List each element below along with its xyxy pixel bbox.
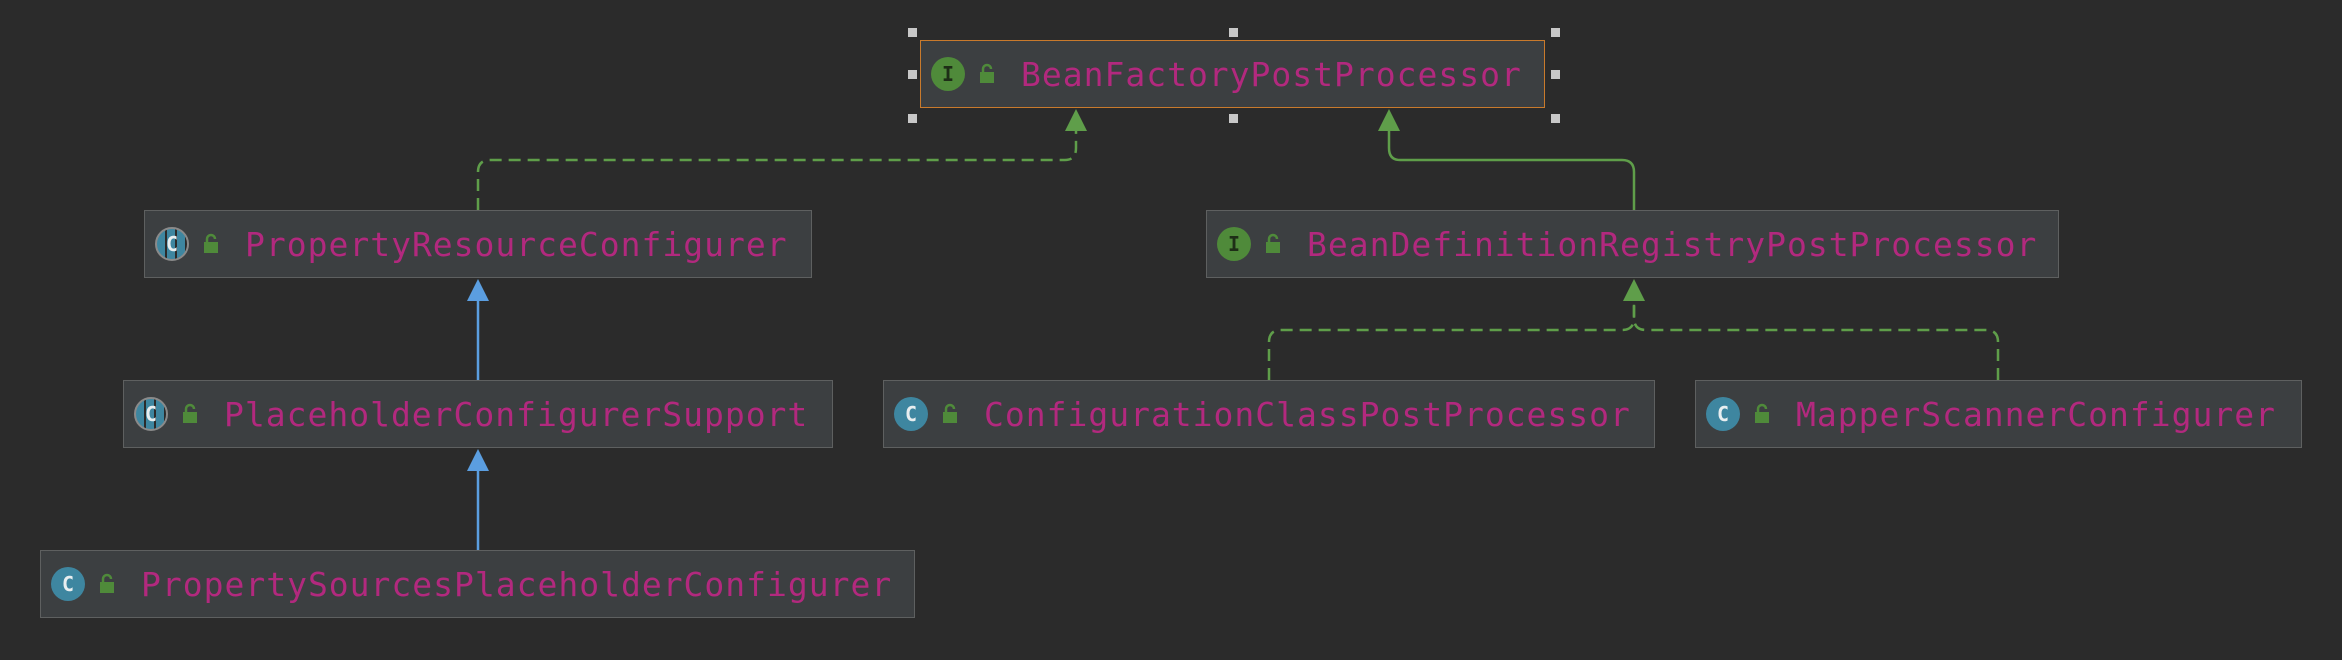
node-mapper-scanner-configurer[interactable]: C MapperScannerConfigurer: [1695, 380, 2302, 448]
node-label: PropertySourcesPlaceholderConfigurer: [141, 564, 893, 604]
node-label: BeanDefinitionRegistryPostProcessor: [1307, 224, 2038, 264]
abstract-class-icon: C: [134, 397, 168, 431]
edge-bean-definition-registry-post-processor-to-bean-factory-post-processor: [1387, 126, 1636, 210]
public-lock-icon: [1755, 403, 1769, 423]
selection-handle[interactable]: [1551, 114, 1560, 123]
selection-handle[interactable]: [1551, 28, 1560, 37]
selection-handle[interactable]: [1551, 70, 1560, 79]
node-label: PropertyResourceConfigurer: [245, 224, 788, 264]
interface-icon: I: [931, 57, 965, 91]
node-property-sources-placeholder-configurer[interactable]: C PropertySourcesPlaceholderConfigurer: [40, 550, 915, 618]
selection-handle[interactable]: [1229, 114, 1238, 123]
interface-icon: I: [1217, 227, 1251, 261]
arrowhead-extends: [467, 449, 489, 471]
arrowhead-extends-interface: [1378, 109, 1400, 131]
edge-mapper-scanner-configurer-to-bean-definition-registry-post-processor: [1632, 296, 2000, 380]
node-configuration-class-post-processor[interactable]: C ConfigurationClassPostProcessor: [883, 380, 1655, 448]
node-label: BeanFactoryPostProcessor: [1021, 54, 1522, 94]
arrowhead-implements: [1065, 109, 1087, 131]
public-lock-icon: [183, 403, 197, 423]
class-icon: C: [51, 567, 85, 601]
public-lock-icon: [943, 403, 957, 423]
node-property-resource-configurer[interactable]: C PropertyResourceConfigurer: [144, 210, 812, 278]
selection-handle[interactable]: [908, 114, 917, 123]
selection-handle[interactable]: [1229, 28, 1238, 37]
node-bean-definition-registry-post-processor[interactable]: I BeanDefinitionRegistryPostProcessor: [1206, 210, 2059, 278]
class-icon: C: [894, 397, 928, 431]
selection-handle[interactable]: [908, 70, 917, 79]
arrowhead-implements: [1623, 279, 1645, 301]
selection-handle[interactable]: [908, 28, 917, 37]
node-label: ConfigurationClassPostProcessor: [984, 394, 1631, 434]
edge-property-resource-configurer-to-bean-factory-post-processor: [476, 126, 1078, 210]
arrowhead-extends: [467, 279, 489, 301]
public-lock-icon: [204, 233, 218, 253]
public-lock-icon: [980, 63, 994, 83]
public-lock-icon: [100, 573, 114, 593]
node-bean-factory-post-processor[interactable]: I BeanFactoryPostProcessor: [920, 40, 1545, 108]
edge-configuration-class-post-processor-to-bean-definition-registry-post-processor: [1267, 296, 1636, 380]
node-label: PlaceholderConfigurerSupport: [224, 394, 809, 434]
class-icon: C: [1706, 397, 1740, 431]
abstract-class-icon: C: [155, 227, 189, 261]
node-placeholder-configurer-support[interactable]: C PlaceholderConfigurerSupport: [123, 380, 833, 448]
public-lock-icon: [1266, 233, 1280, 253]
node-label: MapperScannerConfigurer: [1796, 394, 2276, 434]
